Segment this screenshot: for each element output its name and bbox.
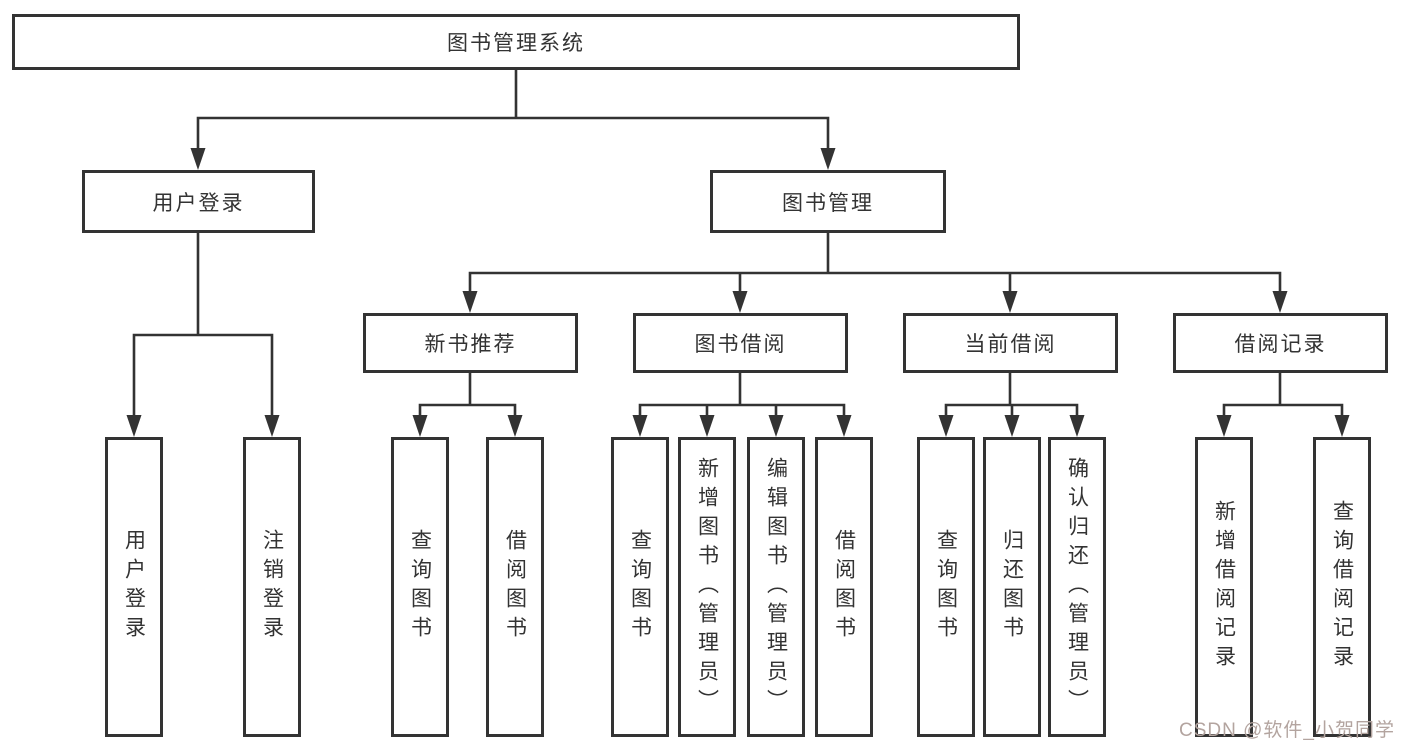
node-user-login: 用户登录 [82, 170, 315, 233]
node-label: 图书管理系统 [447, 32, 585, 55]
node-leaf-confirm-return-admin: 确认归还（管理员） [1048, 437, 1106, 737]
node-label: 用户登录 [152, 191, 245, 215]
node-leaf-add-borrow-record: 新增借阅记录 [1195, 437, 1253, 737]
node-label: 新增图书（管理员） [695, 456, 719, 718]
node-borrowing-records: 借阅记录 [1173, 313, 1388, 373]
node-leaf-borrow-books-recommend: 借阅图书 [486, 437, 544, 737]
node-label: 借阅图书 [832, 529, 856, 645]
node-leaf-query-books-borrow: 查询图书 [611, 437, 669, 737]
node-leaf-logout: 注销登录 [243, 437, 301, 737]
node-label: 确认归还（管理员） [1065, 456, 1089, 718]
node-leaf-query-books-current: 查询图书 [917, 437, 975, 737]
node-current-borrowing: 当前借阅 [903, 313, 1118, 373]
node-leaf-return-books: 归还图书 [983, 437, 1041, 737]
node-label: 查询借阅记录 [1330, 500, 1354, 674]
node-label: 新书推荐 [424, 333, 517, 356]
arrowheads [126, 148, 1350, 437]
node-leaf-edit-books-admin: 编辑图书（管理员） [747, 437, 805, 737]
node-new-book-recommend: 新书推荐 [363, 313, 578, 373]
node-leaf-query-borrow-record: 查询借阅记录 [1313, 437, 1371, 737]
node-label: 查询图书 [408, 529, 432, 645]
node-label: 注销登录 [260, 529, 284, 645]
node-library-management-system: 图书管理系统 [12, 14, 1020, 70]
node-label: 借阅图书 [503, 529, 527, 645]
node-label: 图书管理 [782, 191, 874, 215]
node-book-borrowing: 图书借阅 [633, 313, 848, 373]
node-label: 编辑图书（管理员） [764, 456, 788, 718]
node-leaf-user-login: 用户登录 [105, 437, 163, 737]
node-leaf-borrow-books: 借阅图书 [815, 437, 873, 737]
node-leaf-query-books-recommend: 查询图书 [391, 437, 449, 737]
node-label: 查询图书 [628, 529, 652, 645]
csdn-watermark: CSDN @软件_小贺同学 [1179, 720, 1395, 741]
node-label: 用户登录 [122, 529, 146, 645]
node-label: 归还图书 [1000, 529, 1024, 645]
node-label: 图书借阅 [694, 333, 787, 356]
node-label: 当前借阅 [964, 333, 1057, 356]
node-leaf-add-books-admin: 新增图书（管理员） [678, 437, 736, 737]
node-label: 借阅记录 [1234, 333, 1327, 356]
node-label: 新增借阅记录 [1212, 500, 1236, 674]
node-label: 查询图书 [934, 529, 958, 645]
node-book-management: 图书管理 [710, 170, 946, 233]
